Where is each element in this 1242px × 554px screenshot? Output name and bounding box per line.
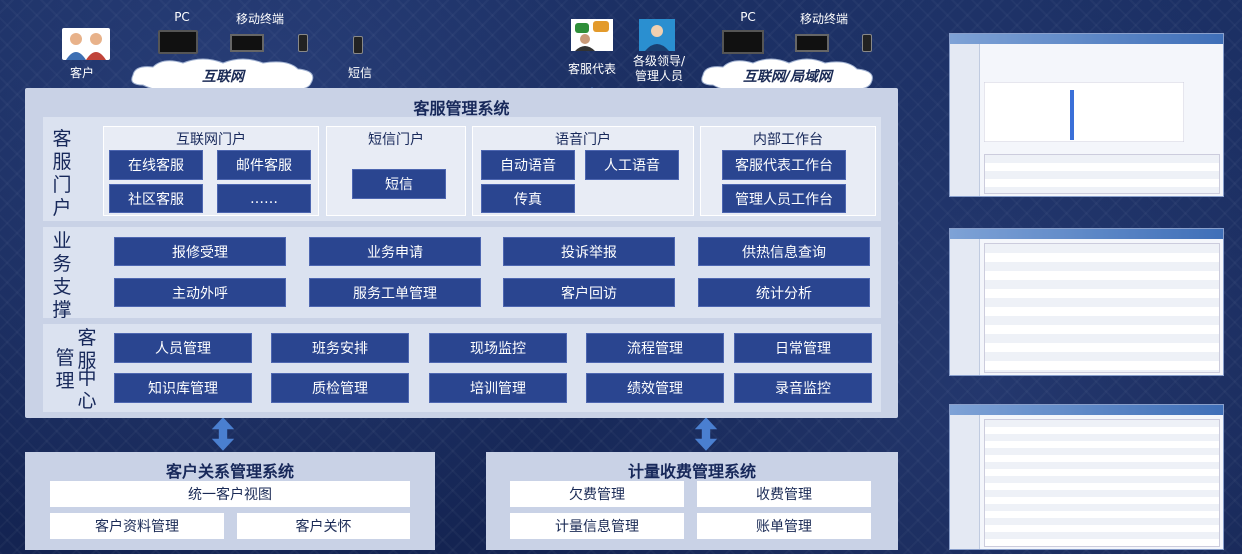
leaders-label: 各级领导/ 管理人员 xyxy=(632,54,686,83)
sms-label: 短信 xyxy=(347,66,372,80)
group-voice-portal-title: 语音门户 xyxy=(555,132,611,148)
center-label-b: 管理 xyxy=(55,347,75,392)
knowledge-mgmt-button[interactable]: 知识库管理 xyxy=(114,373,252,403)
leader-icon xyxy=(639,19,675,51)
staff-mgmt-button[interactable]: 人员管理 xyxy=(114,333,252,363)
customer-icon xyxy=(62,28,110,60)
site-monitor-button[interactable]: 现场监控 xyxy=(429,333,567,363)
crm-title: 客户关系管理系统 xyxy=(165,462,294,481)
repair-accept-button[interactable]: 报修受理 xyxy=(114,237,286,266)
arrow-billing xyxy=(694,417,718,451)
mobile-left-label: 移动终端 xyxy=(235,12,284,26)
unified-view-button[interactable]: 统一客户视图 xyxy=(50,481,410,507)
center-label-a: 客服 xyxy=(77,327,97,372)
recording-monitor-button[interactable]: 录音监控 xyxy=(734,373,872,403)
group-sms-portal-title: 短信门户 xyxy=(368,132,424,148)
screenshot-thumbnail-2 xyxy=(949,228,1224,376)
manual-voice-button[interactable]: 人工语音 xyxy=(585,150,679,180)
intranet-cloud-label: 互联网/局域网 xyxy=(742,69,833,85)
manager-workbench-button[interactable]: 管理人员工作台 xyxy=(722,184,846,213)
pc-right-label: PC xyxy=(740,10,756,24)
customer-revisit-button[interactable]: 客户回访 xyxy=(503,278,675,307)
statistics-button[interactable]: 统计分析 xyxy=(698,278,870,307)
center-label-c: 中心 xyxy=(77,367,97,412)
customer-profile-button[interactable]: 客户资料管理 xyxy=(50,513,224,539)
portal-label-text: 客服门户 xyxy=(52,128,72,219)
qc-mgmt-button[interactable]: 质检管理 xyxy=(271,373,409,403)
charge-button[interactable]: 收费管理 xyxy=(697,481,871,507)
cs-rep-icon xyxy=(571,19,613,51)
laptop-left-icon xyxy=(230,34,264,52)
customer-label: 客户 xyxy=(69,66,94,80)
screenshot-thumbnail-3 xyxy=(949,404,1224,550)
cs-rep-label: 客服代表 xyxy=(567,62,616,76)
intranet-cloud: 互联网/局域网 xyxy=(695,55,880,95)
arrears-button[interactable]: 欠费管理 xyxy=(510,481,684,507)
phone-right-icon xyxy=(862,34,872,52)
laptop-right-icon xyxy=(795,34,829,52)
training-mgmt-button[interactable]: 培训管理 xyxy=(429,373,567,403)
cs-system-title: 客服管理系统 xyxy=(413,99,510,118)
center-label: 客服 管理 中心 xyxy=(50,327,104,412)
outbound-call-button[interactable]: 主动外呼 xyxy=(114,278,286,307)
online-cs-button[interactable]: 在线客服 xyxy=(109,150,203,180)
shift-schedule-button[interactable]: 班务安排 xyxy=(271,333,409,363)
bill-button[interactable]: 账单管理 xyxy=(697,513,871,539)
work-order-button[interactable]: 服务工单管理 xyxy=(309,278,481,307)
auto-voice-button[interactable]: 自动语音 xyxy=(481,150,575,180)
customer-care-button[interactable]: 客户关怀 xyxy=(237,513,410,539)
performance-mgmt-button[interactable]: 绩效管理 xyxy=(586,373,724,403)
heating-query-button[interactable]: 供热信息查询 xyxy=(698,237,870,266)
cs-rep-workbench-button[interactable]: 客服代表工作台 xyxy=(722,150,846,180)
thumb-chart xyxy=(984,82,1184,142)
email-cs-button[interactable]: 邮件客服 xyxy=(217,150,311,180)
group-internal-workbench-title: 内部工作台 xyxy=(753,132,823,148)
support-label: 业务支撑 xyxy=(45,230,79,322)
internet-cloud-label: 互联网 xyxy=(202,69,244,85)
process-mgmt-button[interactable]: 流程管理 xyxy=(586,333,724,363)
screenshot-thumbnail-1 xyxy=(949,33,1224,197)
group-internet-portal-title: 互联网门户 xyxy=(176,132,246,148)
daily-mgmt-button[interactable]: 日常管理 xyxy=(734,333,872,363)
pc-right-icon xyxy=(722,30,764,54)
business-apply-button[interactable]: 业务申请 xyxy=(309,237,481,266)
more-button[interactable]: …… xyxy=(217,184,311,213)
sms-button[interactable]: 短信 xyxy=(352,169,446,199)
pc-left-label: PC xyxy=(174,10,190,24)
phone-sms-icon xyxy=(353,36,363,54)
phone-left-icon xyxy=(298,34,308,52)
mobile-right-label: 移动终端 xyxy=(799,12,848,26)
pc-left-icon xyxy=(158,30,198,54)
portal-label: 客服门户 xyxy=(45,128,79,220)
support-label-text: 业务支撑 xyxy=(52,230,72,321)
community-cs-button[interactable]: 社区客服 xyxy=(109,184,203,213)
arrow-crm xyxy=(211,417,235,451)
billing-title: 计量收费管理系统 xyxy=(627,462,756,481)
complaint-button[interactable]: 投诉举报 xyxy=(503,237,675,266)
fax-button[interactable]: 传真 xyxy=(481,184,575,213)
metering-button[interactable]: 计量信息管理 xyxy=(510,513,684,539)
